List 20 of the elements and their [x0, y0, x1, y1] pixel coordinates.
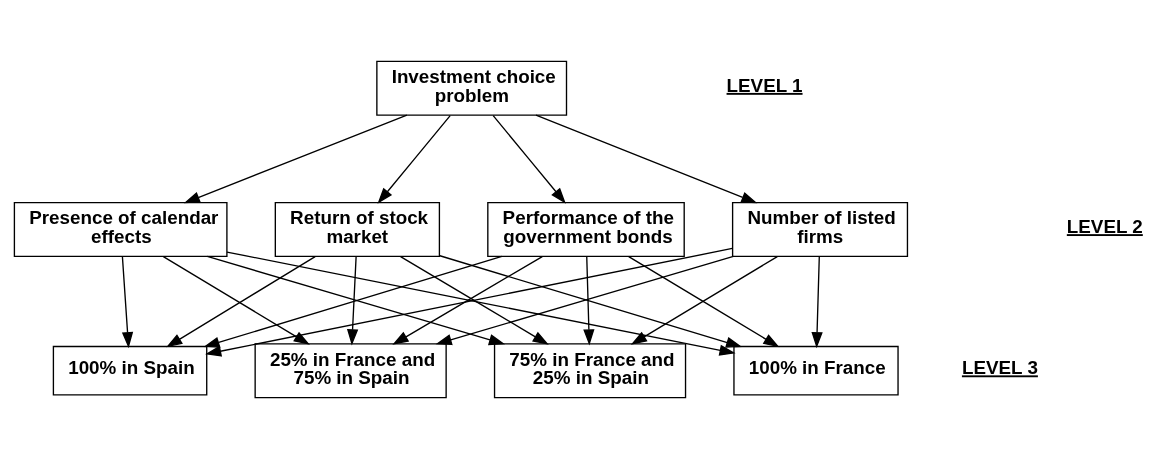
- label: LEVEL 3: [961, 357, 1038, 379]
- node-box: Return of stock market: [274, 201, 441, 258]
- arrow: [811, 256, 823, 349]
- arrow: [346, 256, 359, 346]
- arrow: [377, 115, 451, 204]
- arrow: [121, 256, 134, 349]
- arrow: [492, 115, 566, 204]
- node-box: Performance of the government bonds: [487, 201, 685, 258]
- node-box: 100% in France: [733, 345, 899, 396]
- node-box: 75% in France and 25% in Spain: [493, 343, 687, 399]
- label: LEVEL 1: [726, 74, 803, 96]
- node-box: 25% in France and 75% in Spain: [254, 343, 447, 399]
- node-box: Presence of calendar effects: [13, 201, 228, 258]
- arrow: [583, 256, 595, 346]
- node-box: Number of listed firms: [731, 201, 909, 258]
- node-box: Investment choice problem: [376, 60, 568, 116]
- label: LEVEL 2: [1066, 216, 1143, 238]
- arrow: [535, 114, 758, 204]
- arrow: [183, 114, 408, 204]
- node-box: 100% in Spain: [52, 345, 208, 396]
